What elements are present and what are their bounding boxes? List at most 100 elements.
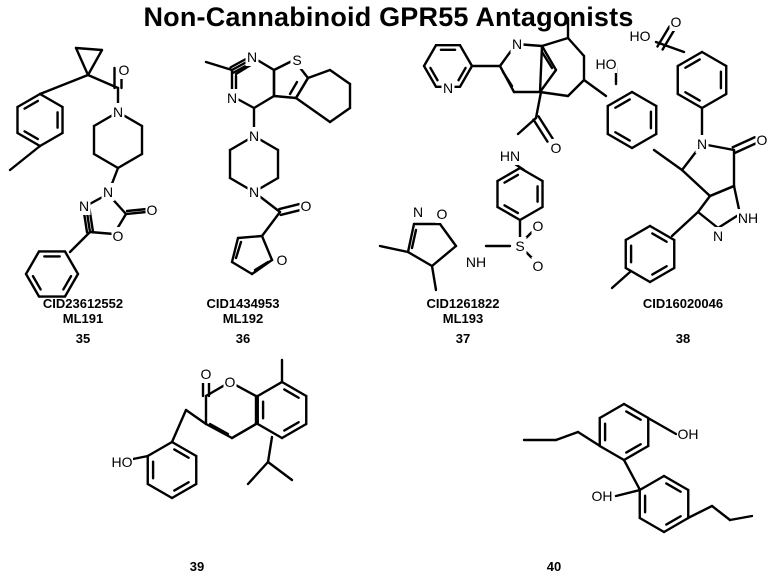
bond-93: [429, 66, 439, 82]
bond-77: [278, 201, 305, 211]
compound-38-cid: CID16020046: [642, 296, 724, 311]
atom-label-n-4: N: [103, 184, 113, 200]
bond-210: [170, 482, 198, 500]
atom-mask-33: [223, 373, 237, 391]
bond-114: [537, 115, 554, 140]
bond-107: [566, 78, 586, 98]
atom-label-o-14: O: [277, 252, 288, 268]
bond-91: [458, 44, 474, 68]
bond-61: [288, 80, 299, 96]
atom-mask-35: [677, 425, 699, 443]
atom-label-o-22: O: [533, 258, 544, 274]
bond-207: [266, 460, 294, 482]
atom-label-o-13: O: [301, 198, 312, 214]
bond-163: [652, 148, 684, 172]
bond-89: [422, 44, 438, 68]
atom-label-o-26: O: [671, 14, 682, 30]
compound-39-label: 39: [127, 559, 267, 574]
atom-mask-11: [247, 127, 261, 145]
atom-mask-18: [499, 147, 521, 165]
bond-189: [204, 422, 234, 440]
atom-mask-7: [145, 201, 159, 219]
bond-3: [16, 92, 42, 109]
bond-220: [622, 444, 650, 462]
atom-mask-28: [755, 131, 769, 149]
atom-mask-8: [290, 51, 304, 69]
atom-mask-19: [513, 237, 527, 255]
bond-layer: [8, 16, 759, 534]
atom-label-hn-18: HN: [500, 148, 520, 164]
atom-label-n-23: N: [413, 204, 423, 220]
bond-43: [31, 274, 42, 291]
bond-197: [256, 380, 284, 398]
bond-22: [92, 152, 120, 170]
atom-label-layer: ONNNNOOSNNNNOONNOHNSNHOONOHOONONHNHOOOHO…: [77, 13, 769, 505]
atom-label-o-1: O: [119, 62, 130, 78]
bond-82: [230, 236, 240, 264]
bond-229: [646, 416, 678, 436]
atom-label-o-7: O: [147, 202, 158, 218]
bond-112: [534, 90, 543, 120]
atom-mask-14: [275, 251, 289, 269]
atom-label-oh-36: OH: [592, 488, 613, 504]
bond-136: [378, 244, 410, 254]
atom-mask-23: [411, 203, 425, 221]
bond-135: [410, 228, 418, 250]
bond-67: [294, 76, 310, 100]
bond-193: [208, 422, 230, 436]
bond-14: [86, 48, 104, 77]
atom-label-o-28: O: [757, 132, 768, 148]
atom-mask-29: [737, 209, 759, 227]
bond-8: [23, 99, 40, 110]
bond-184: [610, 270, 632, 290]
bond-160: [716, 212, 742, 230]
atom-label-ho-34: HO: [112, 454, 133, 470]
compound-40-label: 40: [484, 559, 624, 574]
bond-10: [8, 144, 42, 172]
bond-81: [230, 260, 254, 276]
bond-237: [638, 474, 666, 492]
bond-38: [24, 272, 41, 298]
compound-38-number: 38: [675, 331, 691, 346]
atom-mask-15: [441, 79, 455, 97]
bond-42: [62, 274, 73, 291]
atom-mask-16: [510, 35, 524, 53]
bond-211: [146, 482, 174, 500]
bond-86: [458, 64, 474, 88]
atom-mask-22: [531, 257, 545, 275]
bond-246: [728, 514, 754, 522]
atom-label-n-5: N: [79, 198, 89, 214]
bond-117: [496, 205, 522, 222]
compound-37-cid: CID1261822: [426, 296, 500, 311]
bond-144: [700, 50, 728, 68]
compound-36-label: CID1434953 ML192 36: [173, 296, 313, 346]
bond-28: [88, 230, 116, 236]
atom-label-o-21: O: [533, 218, 544, 234]
atom-label-o-17: O: [551, 140, 562, 156]
compound-37-label: CID1261822 ML193 37: [393, 296, 533, 346]
bond-157: [731, 136, 756, 149]
bond-202: [283, 388, 300, 399]
bond-176: [624, 266, 652, 284]
bond-183: [651, 232, 668, 243]
atom-mask-25: [629, 27, 651, 45]
bond-205: [266, 435, 274, 464]
atom-label-o-24: O: [437, 206, 448, 222]
bond-213: [146, 440, 174, 458]
bond-245: [710, 504, 732, 522]
bond-12: [74, 46, 90, 77]
bond-123: [503, 204, 520, 215]
bond-243: [614, 488, 642, 498]
atom-mask-6: [111, 227, 125, 245]
atom-mask-31: [595, 55, 617, 73]
atom-label-nh-20: NH: [466, 254, 486, 270]
compound-35-ml: ML191: [62, 311, 104, 326]
bond-79: [260, 234, 274, 262]
atom-label-n-10: N: [227, 90, 237, 106]
bond-166: [606, 90, 634, 108]
bond-161: [696, 210, 720, 230]
atom-mask-12: [247, 183, 261, 201]
bond-234: [662, 516, 690, 534]
bond-158: [708, 184, 736, 198]
bond-140: [654, 40, 686, 54]
